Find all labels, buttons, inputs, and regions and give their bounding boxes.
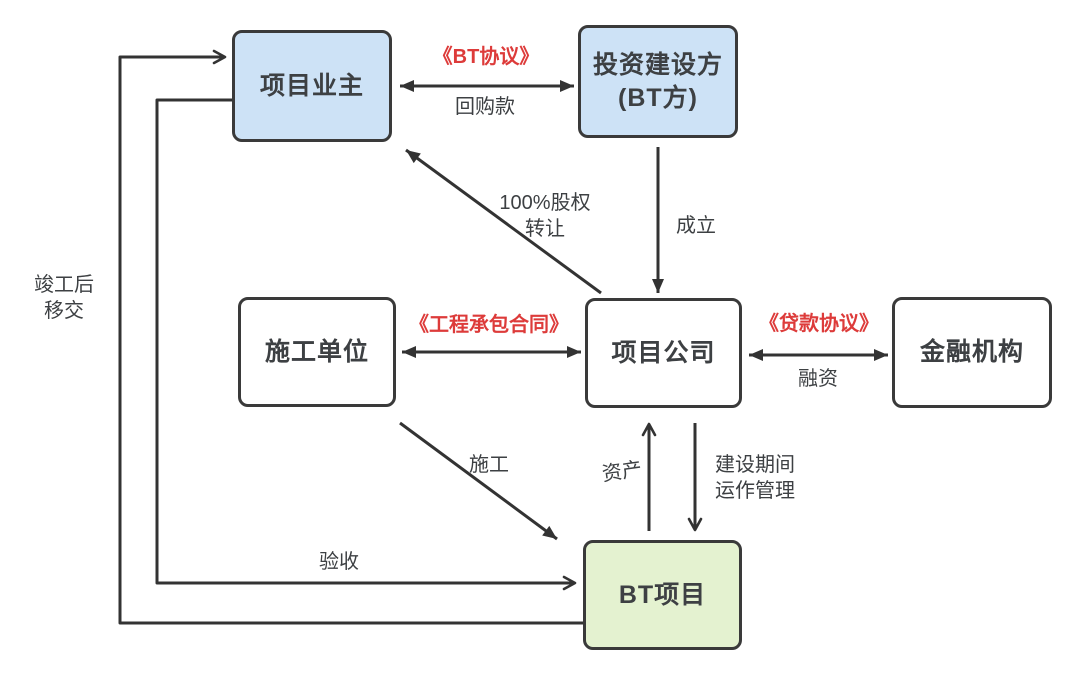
edge-label-buyback: 回购款 <box>455 96 515 118</box>
node-financial-institution-label: 金融机构 <box>919 338 1024 367</box>
node-investor-bt-party: 投资建设方 (BT方) <box>578 25 738 138</box>
edge-label-acceptance: 验收 <box>319 551 359 573</box>
arrow-handover <box>118 49 583 625</box>
node-project-owner-label: 项目业主 <box>259 71 364 100</box>
edge-label-equity-transfer-line2: 转让 <box>525 218 565 240</box>
node-contractor-label: 施工单位 <box>264 337 369 366</box>
edge-label-financing: 融资 <box>798 368 838 390</box>
edge-label-handover-line2: 移交 <box>44 300 84 322</box>
arrow-acceptance <box>155 98 577 591</box>
arrow-construction <box>399 421 558 541</box>
node-project-company-label: 项目公司 <box>611 338 716 367</box>
node-contractor: 施工单位 <box>238 297 396 407</box>
edge-label-handover-line1: 竣工后 <box>34 274 94 296</box>
edge-label-operation-line2: 运作管理 <box>715 480 795 502</box>
node-project-owner: 项目业主 <box>232 30 392 142</box>
node-project-company: 项目公司 <box>585 298 742 408</box>
edge-label-equity-transfer-line1: 100%股权 <box>499 192 591 214</box>
edge-label-operation-line1: 建设期间 <box>715 454 795 476</box>
edge-label-handover: 竣工后 移交 <box>34 272 94 324</box>
edge-label-establish: 成立 <box>676 215 716 237</box>
node-investor-label-line2: (BT方) <box>618 83 698 112</box>
edge-label-assets: 资产 <box>600 458 644 486</box>
edge-label-epc-contract: 《工程承包合同》 <box>409 314 569 336</box>
edge-label-construction: 施工 <box>469 454 509 476</box>
node-investor-label-line1: 投资建设方 <box>592 51 723 79</box>
edge-label-bt-agreement: 《BT协议》 <box>432 46 540 68</box>
arrow-equity-transfer <box>405 148 602 295</box>
node-bt-project: BT项目 <box>583 540 742 650</box>
node-bt-project-label: BT项目 <box>618 580 707 609</box>
edge-label-operation: 建设期间 运作管理 <box>715 452 795 504</box>
node-financial-institution: 金融机构 <box>892 297 1052 408</box>
edge-label-loan-agreement: 《贷款协议》 <box>759 313 879 335</box>
edge-label-equity-transfer: 100%股权 转让 <box>499 190 590 242</box>
